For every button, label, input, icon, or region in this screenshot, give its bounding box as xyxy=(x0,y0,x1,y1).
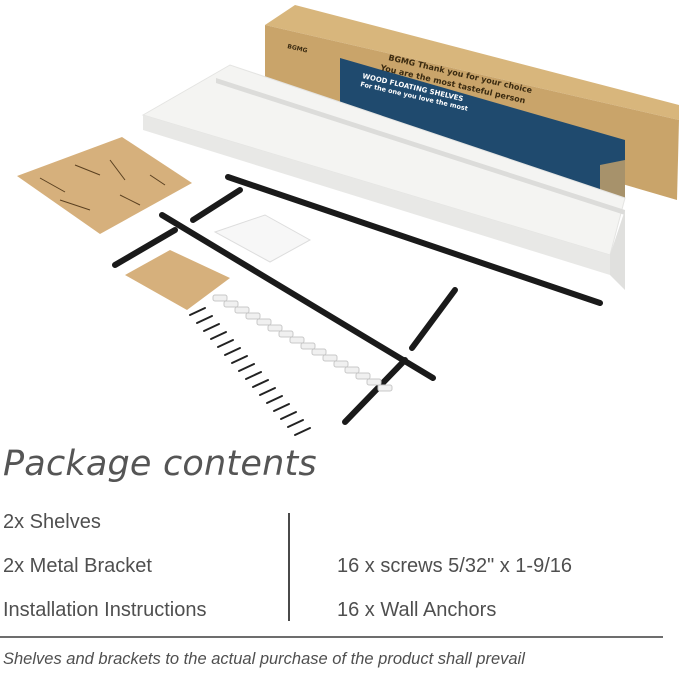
info-card xyxy=(213,214,312,263)
metal-brackets xyxy=(112,174,603,425)
cardboard-box: BGMG Thank you for your choice You are t… xyxy=(265,5,679,200)
footnote: Shelves and brackets to the actual purch… xyxy=(3,650,525,668)
white-shelves xyxy=(141,64,626,290)
hardware-envelope xyxy=(125,250,230,310)
package-contents-illustration: BGMG Thank you for your choice You are t… xyxy=(17,5,679,436)
item-shelves: 2x Shelves xyxy=(3,511,101,533)
wall-anchors xyxy=(212,294,393,392)
item-metal-bracket: 2x Metal Bracket xyxy=(3,555,152,577)
horizontal-rule xyxy=(0,636,663,638)
column-divider xyxy=(288,513,290,621)
section-title: Package contents xyxy=(3,444,317,484)
item-screws: 16 x screws 5/32" x 1-9/16 xyxy=(337,555,572,577)
box-brand-logo: BGMG xyxy=(287,43,309,54)
product-photo: BGMG Thank you for your choice You are t… xyxy=(17,5,679,436)
item-wall-anchors: 16 x Wall Anchors xyxy=(337,599,497,621)
instruction-sheet xyxy=(17,137,192,234)
item-installation-instructions: Installation Instructions xyxy=(3,599,207,621)
screws xyxy=(189,307,311,436)
